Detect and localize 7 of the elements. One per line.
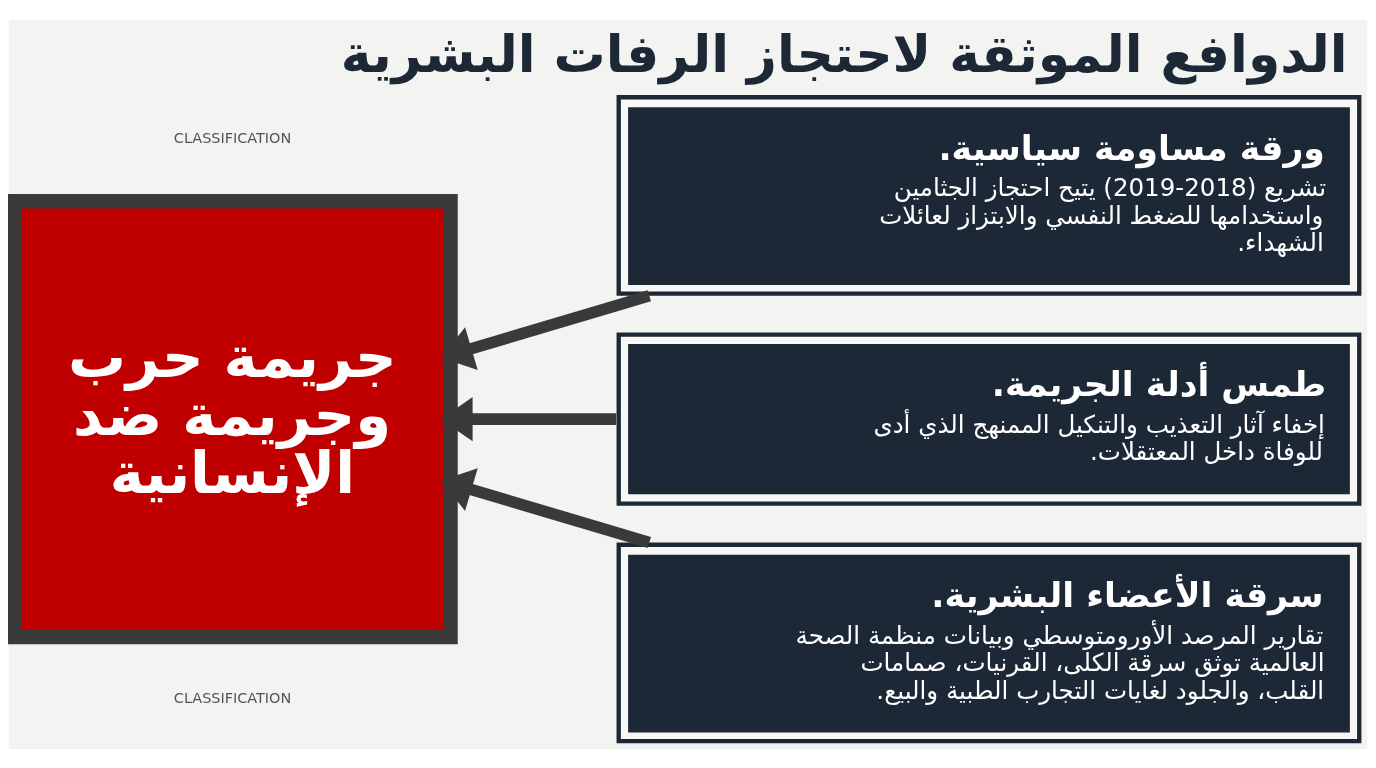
label: CLASSIFICATION: [173, 689, 292, 706]
label: CLASSIFICATION: [173, 129, 292, 146]
arrow: [441, 467, 651, 548]
diagram-title: الدوافع الموثقة لاحتجاز الرفات البشرية: [340, 23, 1348, 84]
arrow: [440, 396, 617, 441]
arrow: [441, 289, 651, 370]
node-box: جريمة حرب وجريمة ضد الإنسانية: [8, 193, 458, 644]
